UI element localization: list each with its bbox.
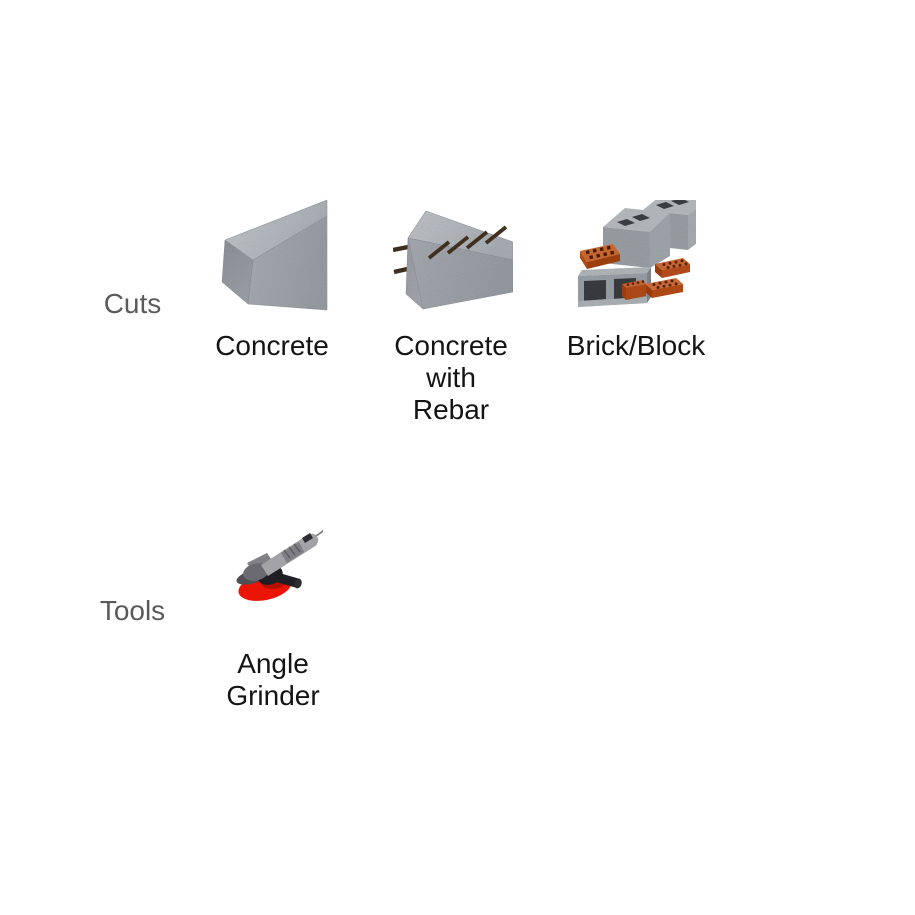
item-label-angle-grinder: Angle Grinder: [226, 648, 320, 711]
power-switch: [302, 533, 313, 543]
brick-with-holes-left: [580, 244, 620, 269]
cuts-row-label: Cuts: [103, 288, 162, 319]
concrete-beam-with-rebar-icon: [393, 210, 513, 310]
cut-item-brick-block-image: [576, 200, 696, 320]
bricks-and-blocks-icon: [578, 200, 696, 307]
rebar-rods-top: [427, 225, 508, 260]
concrete-beam-icon: [221, 199, 328, 311]
angle-grinder-icon: [236, 529, 323, 601]
brick-right-back: [655, 258, 690, 278]
motor-body: [261, 533, 319, 576]
brick-front-center: [622, 280, 646, 300]
tools-row-label: Tools: [99, 595, 166, 626]
cut-item-concrete-image: [217, 196, 337, 316]
cut-item-concrete-with-rebar-image: [393, 198, 513, 318]
item-label-concrete-with-rebar: Concrete with Rebar: [394, 330, 508, 425]
brick-right-front: [645, 278, 683, 298]
item-label-brick-block: Brick/Block: [566, 330, 706, 361]
item-label-concrete: Concrete: [215, 330, 329, 361]
tool-item-angle-grinder-image: [223, 525, 323, 625]
